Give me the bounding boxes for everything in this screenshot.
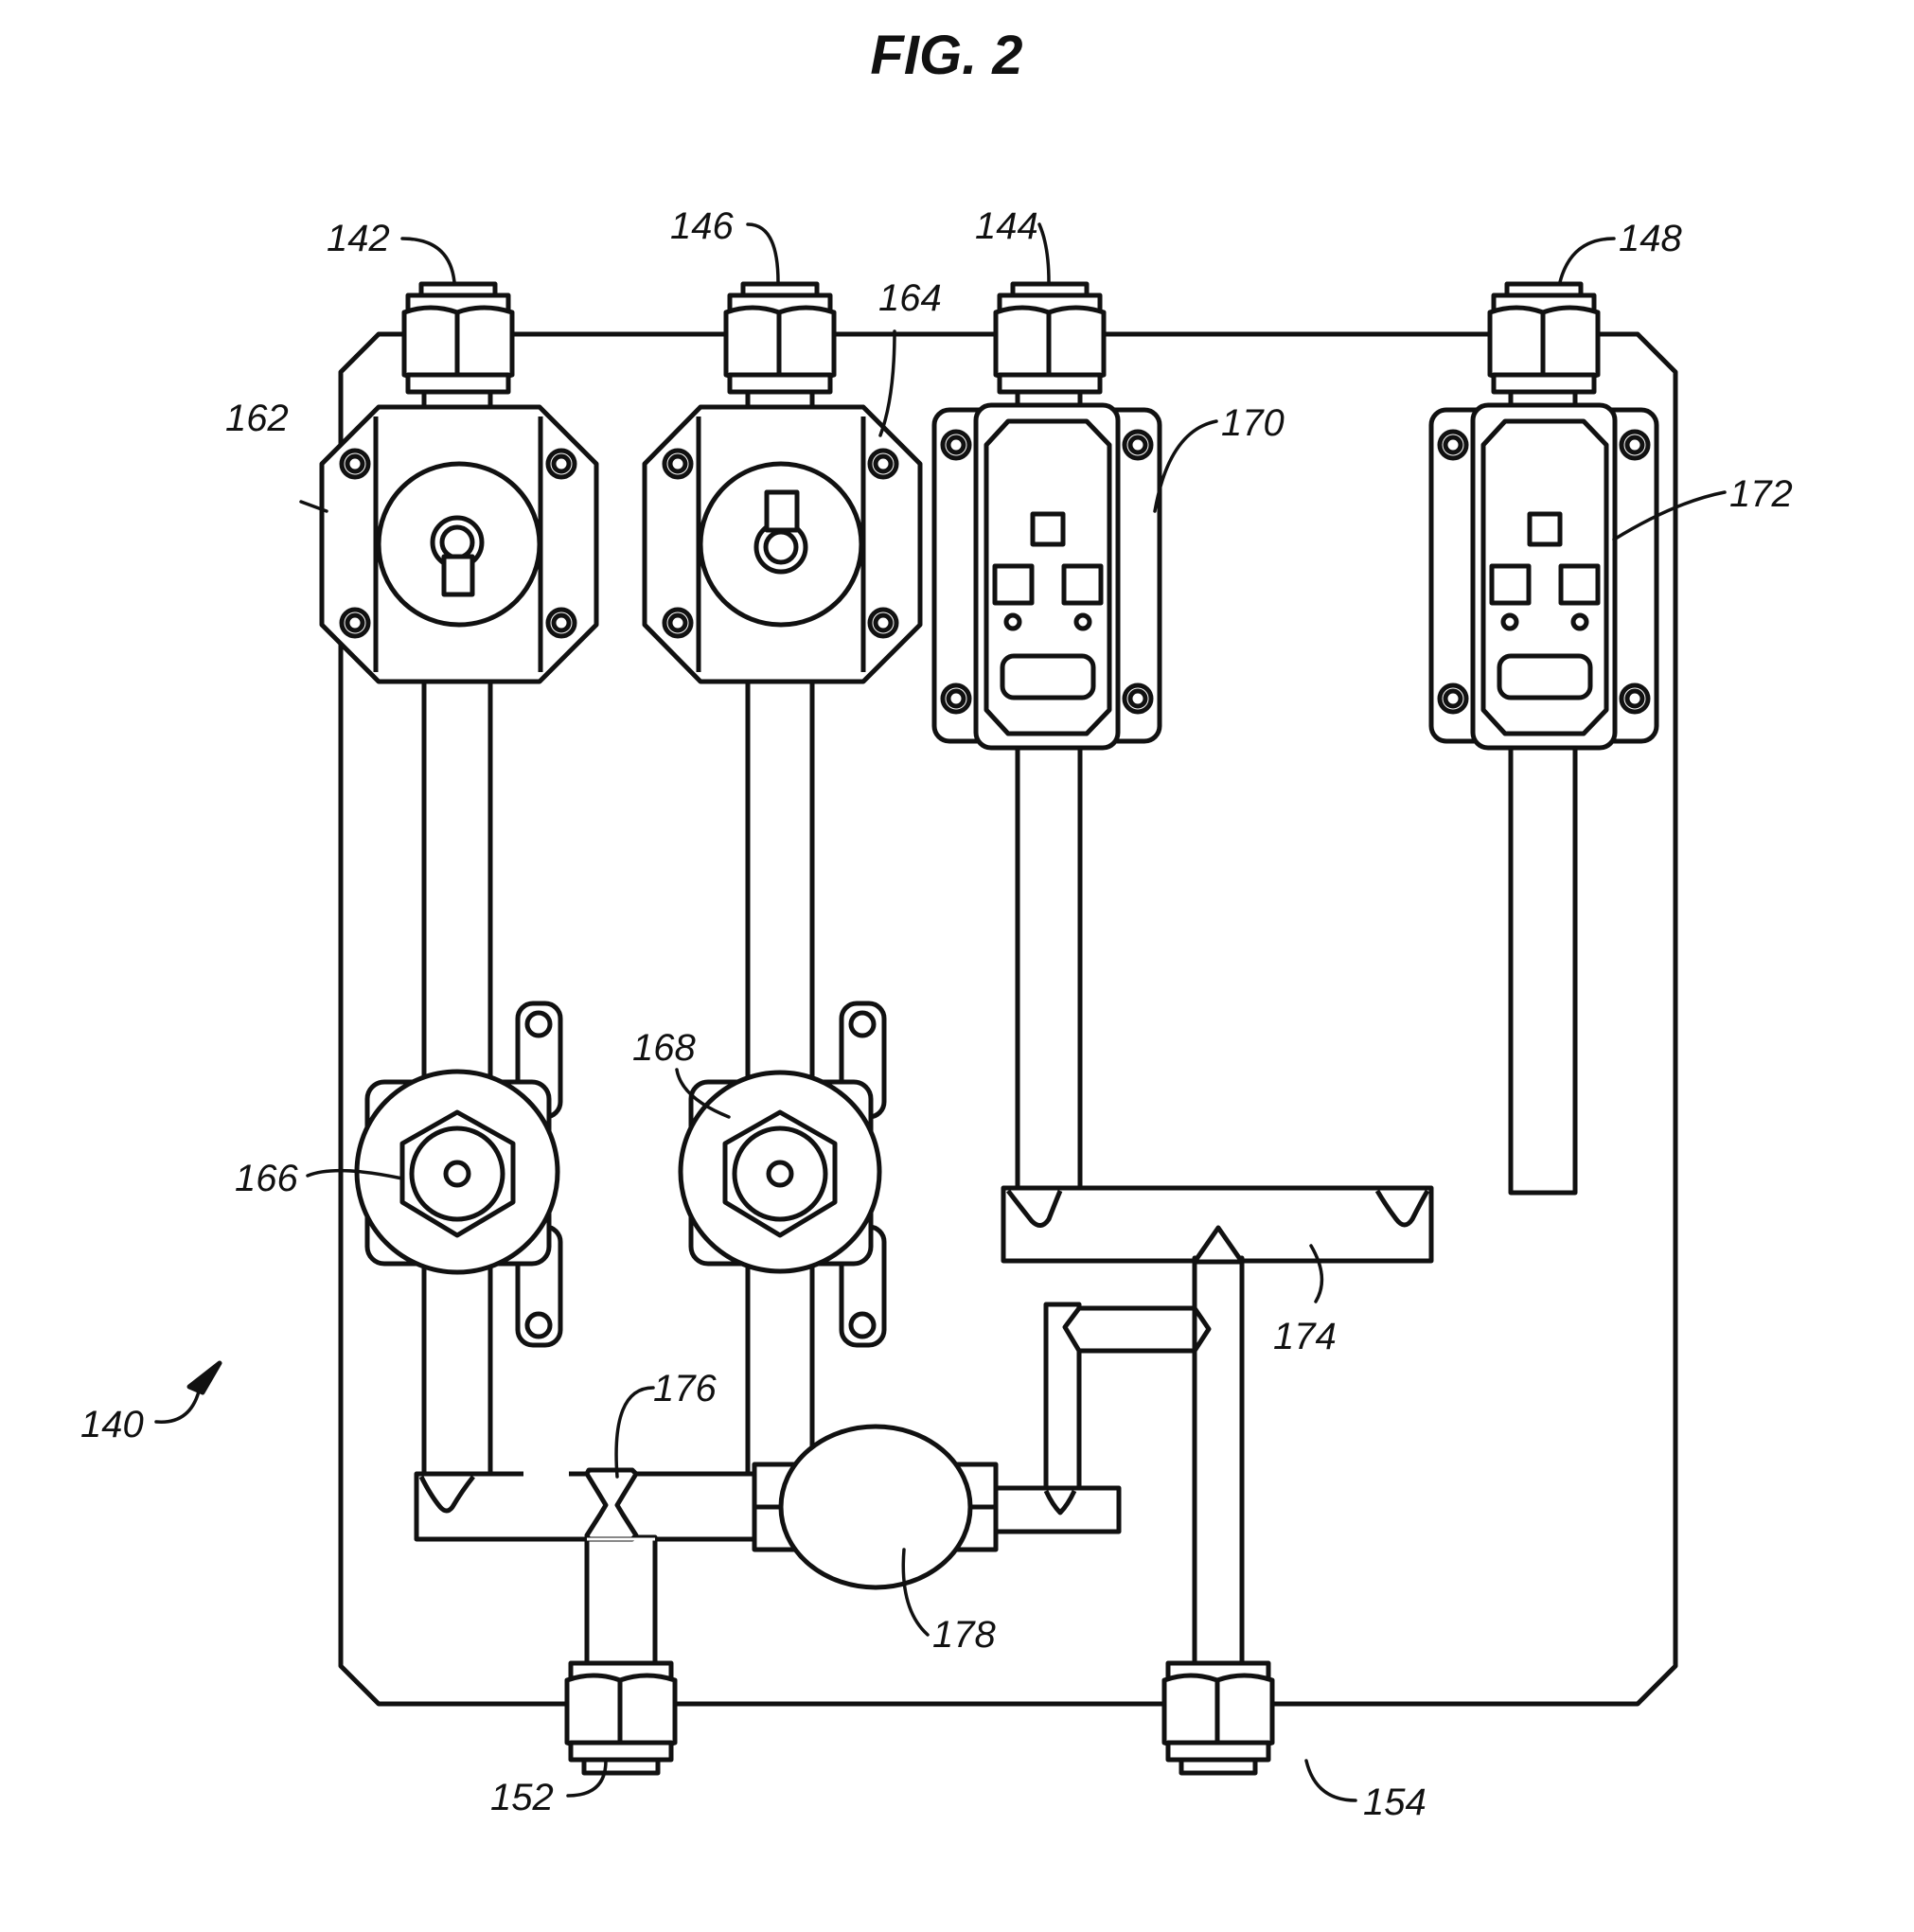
nut-154 <box>1164 1663 1272 1773</box>
figure-title: FIG. 2 <box>870 25 1022 86</box>
label-164: 164 <box>878 277 942 319</box>
label-144: 144 <box>975 205 1038 247</box>
nut-144 <box>996 284 1104 392</box>
label-170: 170 <box>1221 402 1285 444</box>
sensor-170 <box>934 405 1160 748</box>
label-154: 154 <box>1363 1781 1427 1823</box>
label-178: 178 <box>932 1614 996 1656</box>
assembly-arrow-icon <box>189 1363 220 1392</box>
label-148: 148 <box>1619 218 1682 259</box>
label-168: 168 <box>632 1027 696 1069</box>
label-142: 142 <box>327 218 390 259</box>
valve-162 <box>322 407 596 682</box>
nut-146 <box>726 284 834 392</box>
label-140: 140 <box>80 1404 144 1445</box>
label-174: 174 <box>1273 1316 1337 1357</box>
label-146: 146 <box>670 205 734 247</box>
valve-164 <box>645 407 920 682</box>
label-176: 176 <box>653 1368 717 1409</box>
nut-148 <box>1490 284 1598 392</box>
label-166: 166 <box>235 1158 298 1199</box>
nut-142 <box>404 284 512 392</box>
sensor-172 <box>1431 405 1657 748</box>
label-162: 162 <box>225 398 289 439</box>
tee-176 <box>416 1470 754 1665</box>
label-152: 152 <box>490 1777 554 1818</box>
manifold-174 <box>1003 1188 1431 1665</box>
nut-152 <box>567 1663 675 1773</box>
label-172: 172 <box>1729 473 1793 515</box>
